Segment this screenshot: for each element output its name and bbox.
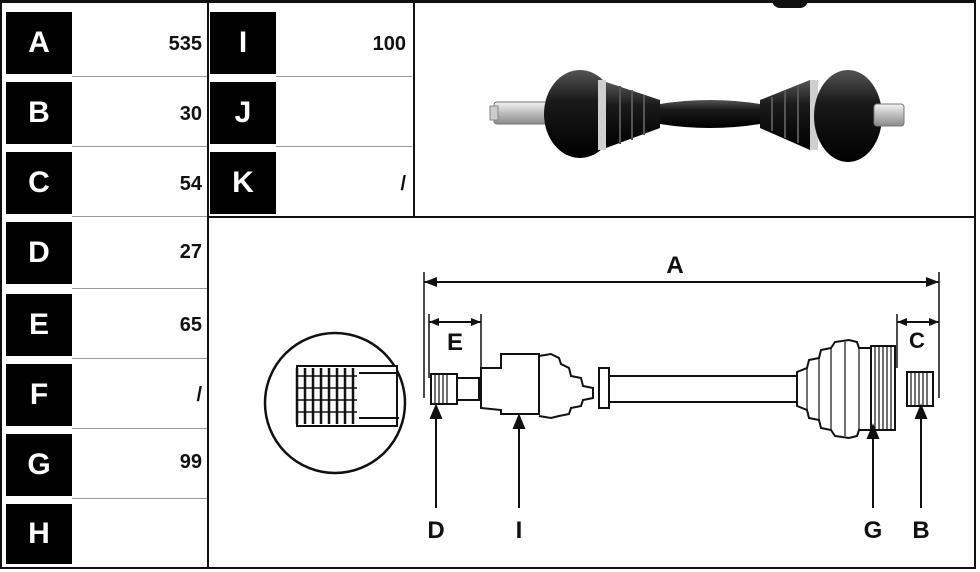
letter-a: A: [6, 12, 72, 74]
label-e: E: [447, 329, 463, 356]
label-b: B: [912, 517, 929, 544]
technical-drawing: A E C: [263, 252, 940, 544]
label-a: A: [666, 252, 683, 279]
column-divider: [207, 0, 209, 569]
letter-f: F: [6, 364, 72, 426]
row-divider: [276, 76, 412, 77]
row-divider: [72, 216, 208, 217]
value-b: 30: [179, 103, 202, 125]
letter-j: J: [210, 82, 276, 144]
letter-b: B: [6, 82, 72, 144]
row-divider: [72, 428, 208, 429]
letter-h: H: [6, 504, 72, 564]
value-i: 100: [372, 33, 406, 55]
row-divider: [72, 288, 208, 289]
letter-c: C: [6, 152, 72, 214]
value-g: 99: [179, 451, 202, 473]
letter-k: K: [210, 152, 276, 214]
row-divider: [72, 358, 208, 359]
dimension-c: C: [896, 314, 939, 368]
value-e: 65: [179, 314, 202, 336]
mid-divider: [413, 0, 415, 218]
shaft-outline: [430, 338, 934, 440]
row-divider: [72, 498, 208, 499]
leader-lines: [429, 403, 928, 508]
letter-g: G: [6, 434, 72, 496]
top-strip-left: [0, 0, 976, 3]
row-divider: [72, 76, 208, 77]
letter-e: E: [6, 294, 72, 356]
label-g: G: [864, 517, 883, 544]
row-divider: [72, 146, 208, 147]
dimension-a: A: [423, 252, 940, 398]
label-c: C: [909, 328, 925, 353]
value-d: 27: [179, 241, 202, 263]
label-i: I: [516, 517, 523, 544]
dimension-e: E: [428, 314, 482, 378]
value-f: /: [196, 384, 202, 406]
letter-i: I: [210, 12, 276, 74]
letter-d: D: [6, 222, 72, 284]
top-strip-marker: [772, 0, 808, 8]
label-d: D: [427, 517, 444, 544]
value-a: 535: [168, 33, 202, 55]
value-k: /: [400, 173, 406, 195]
horizontal-divider: [207, 216, 976, 218]
row-divider: [276, 146, 412, 147]
spline-detail: [263, 331, 407, 475]
value-c: 54: [179, 173, 202, 195]
drive-shaft-photo: [489, 70, 905, 162]
